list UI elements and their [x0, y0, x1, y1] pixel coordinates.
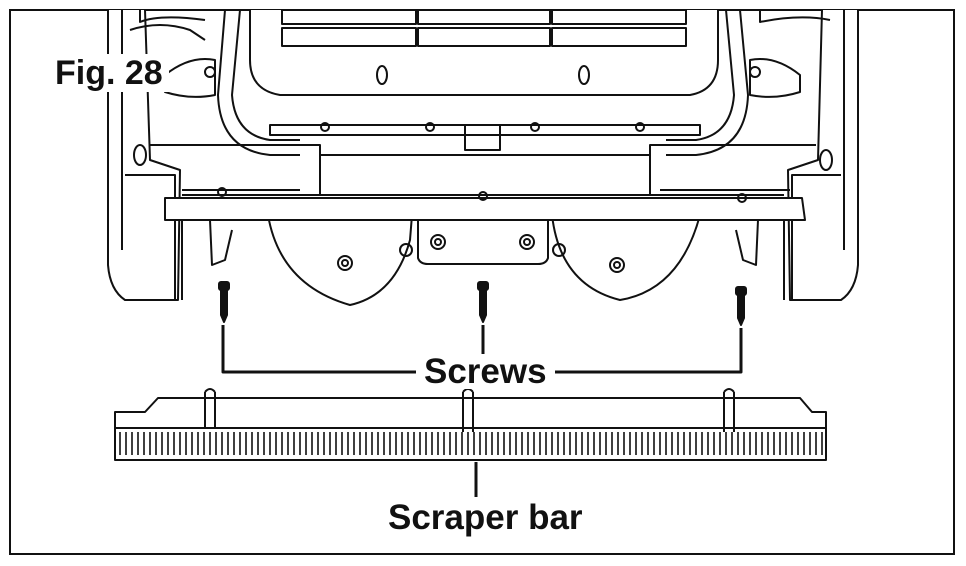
- crossbar-plate: [150, 122, 816, 196]
- grille-housing: [249, 9, 719, 96]
- handle-frame: [164, 9, 801, 156]
- screws-leader-lines: [221, 325, 743, 374]
- mounted-scraper-rail: [164, 187, 806, 300]
- screw-right: [735, 286, 747, 326]
- screws-callout-label: Screws: [416, 354, 555, 389]
- screw-left: [218, 281, 230, 323]
- right-side-panel: [759, 9, 859, 301]
- auger-housings: [267, 214, 701, 306]
- figure-label: Fig. 28: [49, 54, 169, 92]
- screws: [218, 281, 747, 326]
- screw-center: [477, 281, 489, 323]
- scraper-bar: [114, 388, 827, 461]
- scraper-bar-callout-label: Scraper bar: [386, 498, 585, 537]
- center-bracket: [417, 215, 549, 265]
